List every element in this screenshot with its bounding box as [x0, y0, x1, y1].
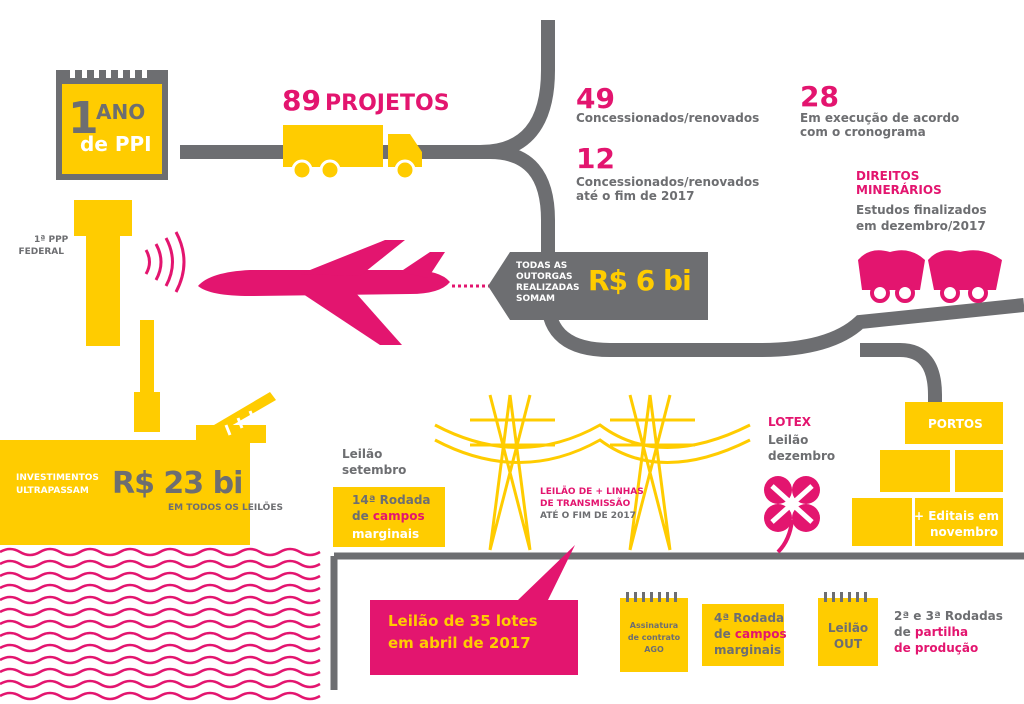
mineral-text-2: em dezembro/2017	[856, 219, 986, 233]
signal-waves-icon	[144, 231, 186, 293]
calendar-ano: ANO	[96, 100, 146, 124]
control-tower-icon	[74, 200, 132, 346]
invest-sub: EM TODOS OS LEILÕES	[168, 503, 283, 513]
invest-line1: INVESTIMENTOS	[16, 473, 99, 483]
stat-12-line2: até o fim de 2017	[576, 189, 695, 203]
port-containers-icon	[852, 402, 1003, 546]
rodada-4-line2: de campos	[714, 628, 787, 641]
leilao-setembro-2: setembro	[342, 463, 407, 477]
out-calendar-icon	[818, 592, 878, 666]
mineral-title-2: MINERÁRIOS	[856, 183, 942, 197]
transmissao-line3: ATÉ O FIM DE 2017	[540, 511, 636, 521]
rodada-14-box	[333, 487, 445, 547]
mineral-text-1: Estudos finalizados	[856, 203, 987, 217]
outorgas-line2: OUTORGAS	[516, 272, 573, 282]
portos-title: PORTOS	[928, 417, 983, 431]
rodada-14-line3: marginais	[352, 527, 420, 541]
ago-line2: de contrato	[627, 633, 681, 642]
calendar-number: 1	[68, 93, 99, 144]
ppp-line1: 1ª PPP	[34, 235, 69, 245]
lotes-speech-box	[370, 545, 578, 675]
invest-line2: ULTRAPASSAM	[16, 486, 89, 496]
ground-line	[330, 552, 1024, 690]
rodada-14-line2: de campos	[352, 510, 425, 523]
sea-waves	[0, 547, 321, 701]
partilha-line2: de partilha	[894, 626, 968, 639]
out-line1: Leilão	[827, 621, 869, 635]
transmission-towers-icon	[434, 394, 751, 551]
calendar-icon	[56, 60, 168, 180]
portos-line2: novembro	[930, 525, 999, 539]
stat-49-label: Concessionados/renovados	[576, 111, 760, 125]
stat-28-number: 28	[800, 80, 839, 113]
rodada-4-line3: marginais	[714, 643, 782, 657]
airplane-icon	[198, 240, 450, 345]
ago-line1: Assinatura	[629, 621, 679, 630]
partilha-word: partilha	[914, 625, 969, 639]
ppp-line2: FEDERAL	[18, 247, 64, 257]
outorgas-value: R$ 6 bi	[588, 264, 692, 297]
lotex-line1: Leilão	[768, 433, 809, 447]
mineral-title-1: DIREITOS	[856, 169, 920, 183]
rodada-14-line1: 14ª Rodada	[352, 493, 431, 507]
stat-49-number: 49	[576, 82, 615, 115]
rodada-14-campos: campos	[372, 509, 425, 523]
leilao-setembro-1: Leilão	[342, 447, 383, 461]
out-line2: OUT	[833, 637, 863, 651]
mine-carts-icon	[858, 250, 1002, 303]
road-upper-curve	[479, 20, 555, 159]
lotex-title: LOTEX	[768, 415, 812, 429]
stat-12-number: 12	[576, 142, 615, 175]
partilha-line3: de produção	[894, 641, 979, 655]
projects-number: 89	[282, 84, 321, 117]
outorgas-line1: TODAS AS	[516, 261, 568, 271]
rodada-4-campos: campos	[734, 627, 787, 641]
stat-12-line1: Concessionados/renovados	[576, 175, 760, 189]
rodada-14-de: de	[352, 509, 373, 523]
transmissao-line1: LEILÃO DE + LINHAS	[540, 487, 644, 497]
truck-icon	[283, 125, 422, 181]
road-lower-curve	[489, 145, 1024, 357]
stat-28-line1: Em execução de acordo	[800, 111, 960, 125]
lotex-line2: dezembro	[768, 449, 836, 463]
invest-value: R$ 23 bi	[112, 466, 243, 501]
clover-cross	[770, 484, 814, 524]
outorgas-tag	[488, 252, 708, 320]
portos-line1: + Editais em	[914, 509, 1000, 523]
rodada-4-line1: 4ª Rodada	[714, 611, 785, 625]
oil-platform-icon	[0, 320, 276, 545]
outorgas-line4: SOMAM	[516, 294, 556, 304]
rodada-4-de: de	[714, 627, 735, 641]
calendar-ppi: de PPI	[80, 132, 152, 156]
outorgas-line3: REALIZADAS	[516, 283, 580, 293]
lotes-line1: Leilão de 35 lotes	[388, 612, 538, 630]
lotes-line2: em abril de 2017	[388, 634, 531, 652]
partilha-line1: 2ª e 3ª Rodadas	[894, 609, 1003, 623]
ago-line3: AGO	[644, 645, 664, 654]
rodada-4-box	[702, 604, 784, 666]
projects-label: PROJETOS	[325, 91, 450, 116]
ago-calendar-icon	[620, 592, 688, 672]
road-ports-branch	[860, 343, 942, 402]
transmissao-line2: DE TRANSMISSÃO	[540, 499, 631, 509]
partilha-de: de	[894, 625, 915, 639]
stat-28-line2: com o cronograma	[800, 125, 926, 139]
